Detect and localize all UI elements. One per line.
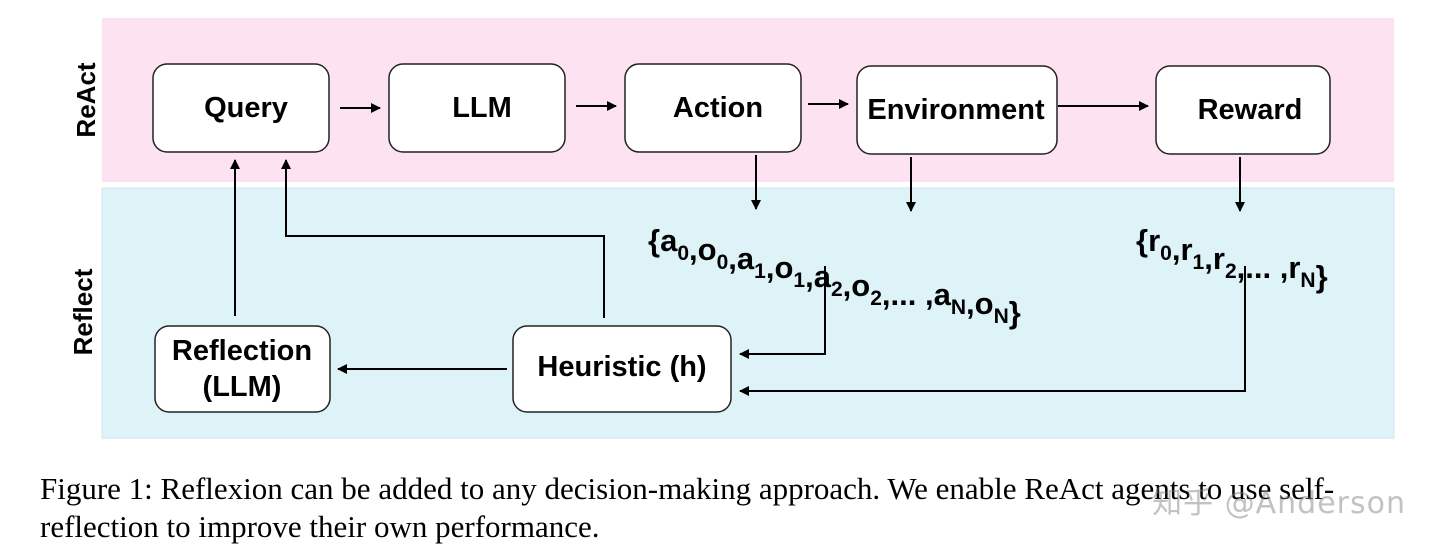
reward-item: r <box>1288 250 1300 285</box>
reward-label: Reward <box>1198 94 1303 126</box>
arrow-trajectory-to-heuristic <box>739 266 826 359</box>
reward-comma: , <box>1172 232 1181 267</box>
reward-close-brace: } <box>1316 259 1328 294</box>
reward-comma: , <box>1204 241 1213 276</box>
trajectory-comma: , <box>925 277 934 312</box>
reward-subscript: 1 <box>1193 251 1205 274</box>
reward-item: r <box>1180 232 1192 267</box>
environment-label: Environment <box>867 94 1045 126</box>
trajectory-subscript: 1 <box>754 260 766 283</box>
trajectory-subscript: N <box>951 296 966 319</box>
trajectory-comma: , <box>966 286 975 321</box>
reward-open-brace: { <box>1136 223 1148 258</box>
reflect-band-label: Reflect <box>68 268 98 355</box>
reward-comma: , <box>1237 250 1246 285</box>
reward-item: r <box>1213 241 1225 276</box>
react-band-label: ReAct <box>71 62 101 137</box>
trajectory-item: a <box>934 277 952 312</box>
llm-label: LLM <box>452 92 512 124</box>
query-node: Query <box>152 63 330 153</box>
trajectory-item: ... <box>891 277 917 312</box>
arrow-heuristic-to-query <box>281 159 605 318</box>
trajectory-sequence: {a0,o0,a1,o1,a2,o2,... ,aN,oN} <box>648 223 1021 330</box>
trajectory-subscript: 0 <box>677 242 689 265</box>
llm-node: LLM <box>388 63 566 153</box>
reward-space <box>1271 250 1280 285</box>
trajectory-item: o <box>698 232 717 267</box>
reward-subscript: 0 <box>1160 242 1172 265</box>
trajectory-subscript: N <box>994 305 1009 328</box>
trajectory-item: o <box>975 286 994 321</box>
action-label: Action <box>673 92 763 124</box>
reward-sequence: {r0,r1,r2,... ,rN} <box>1136 223 1328 294</box>
reward-item: r <box>1148 223 1160 258</box>
reward-item: ... <box>1245 250 1271 285</box>
reward-comma: , <box>1280 250 1289 285</box>
reflexion-diagram: ReAct Reflect Query LLM Action Environme… <box>68 18 1395 439</box>
trajectory-item: o <box>851 268 870 303</box>
trajectory-comma: , <box>805 259 814 294</box>
trajectory-item: a <box>814 259 832 294</box>
trajectory-comma: , <box>882 277 891 312</box>
query-label: Query <box>204 92 288 124</box>
trajectory-item: a <box>660 223 678 258</box>
trajectory-item: o <box>774 250 793 285</box>
reward-node: Reward <box>1155 65 1331 155</box>
trajectory-comma: , <box>843 268 852 303</box>
environment-node: Environment <box>856 65 1058 155</box>
reward-subscript: N <box>1300 269 1315 292</box>
trajectory-comma: , <box>766 250 775 285</box>
reflection-label-line1: Reflection <box>172 335 312 367</box>
trajectory-subscript: 2 <box>870 287 882 310</box>
trajectory-subscript: 2 <box>831 278 843 301</box>
heuristic-node: Heuristic (h) <box>512 325 732 413</box>
trajectory-space <box>916 277 925 312</box>
trajectory-close-brace: } <box>1009 295 1021 330</box>
action-node: Action <box>624 63 802 153</box>
trajectory-comma: , <box>728 241 737 276</box>
watermark: 知乎 @Anderson <box>1152 486 1406 521</box>
trajectory-open-brace: { <box>648 223 660 258</box>
reflection-node: Reflection (LLM) <box>154 325 331 413</box>
figure-caption: Figure 1: Reflexion can be added to any … <box>40 471 1335 544</box>
reflection-label-line2: (LLM) <box>203 371 282 403</box>
trajectory-item: a <box>737 241 755 276</box>
heuristic-label: Heuristic (h) <box>537 351 706 383</box>
reward-subscript: 2 <box>1225 260 1237 283</box>
trajectory-comma: , <box>689 232 698 267</box>
trajectory-subscript: 1 <box>793 269 805 292</box>
trajectory-subscript: 0 <box>717 251 729 274</box>
arrow-rewards-to-heuristic <box>739 266 1246 396</box>
